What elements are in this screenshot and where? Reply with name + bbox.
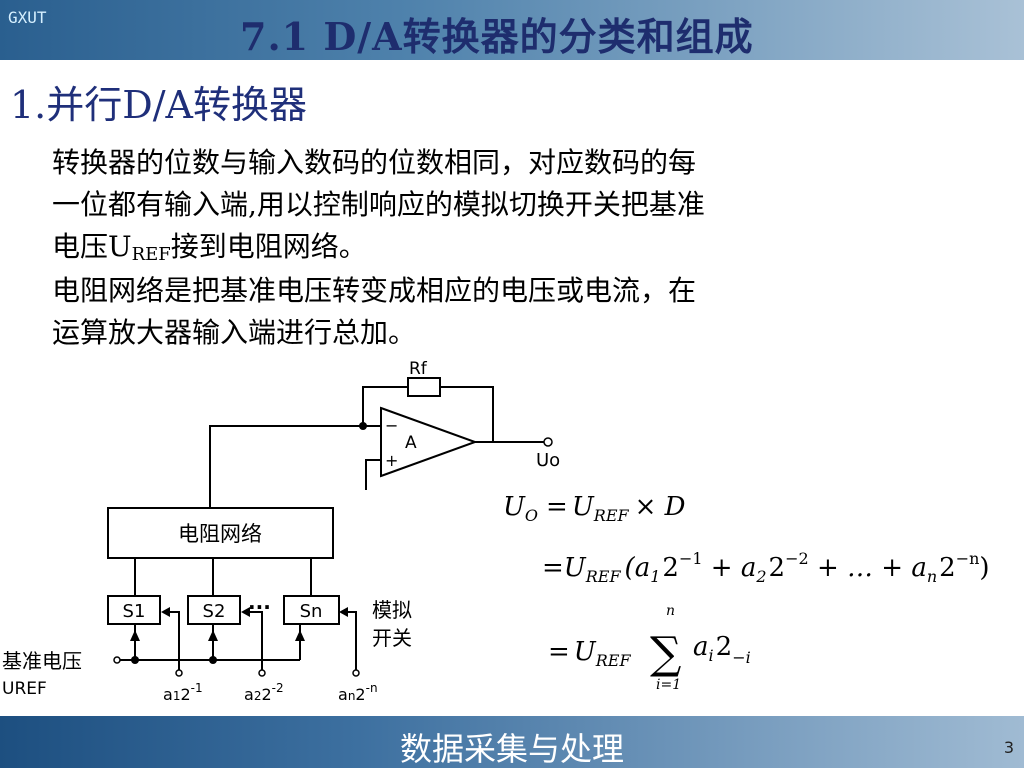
input-a1-label: a12-1 (163, 681, 203, 704)
sigma-upper: n (666, 603, 675, 619)
p1-line-3-post: 接到电阻网络。 (170, 230, 367, 263)
p1-line-3-sub: REF (131, 244, 171, 265)
sn-arrow (295, 630, 305, 641)
uref-label: UREF (2, 679, 47, 699)
s1-arrow (130, 630, 140, 641)
p1-line-3-pre: 电压U (52, 230, 132, 263)
output-label: Uo (536, 450, 560, 471)
sigma-symbol: ∑ (650, 628, 681, 679)
ref-voltage-label: 基准电压 (2, 649, 82, 673)
junction-minus (359, 422, 367, 430)
a1-terminal (175, 669, 183, 677)
analog-switch-label-2: 开关 (372, 626, 412, 650)
eq1: UO=UREF× D (503, 492, 686, 525)
switch-sn-label: Sn (300, 601, 323, 622)
switch-s1-label: S1 (123, 601, 146, 622)
input-an-label: an2-n (338, 681, 378, 704)
input-a2-label: a22-2 (244, 681, 284, 704)
slide-title: 7.1 D/A转换器的分类和组成 (240, 14, 754, 59)
sigma-lower: i=1 (656, 677, 681, 693)
opamp-plus-label: + (385, 451, 398, 470)
eq2: =UREF(a12−1 + a22−2 + … + an2−n) (542, 549, 990, 586)
page-number: 3 (1003, 738, 1014, 757)
header-bar: GXUT 7.1 D/A转换器的分类和组成 (0, 0, 1024, 60)
section-title: 1.并行D/A转换器 (10, 83, 307, 127)
an-arrow (339, 607, 348, 617)
p2-line-1: 电阻网络是把基准电压转变成相应的电压或电流，在 (52, 274, 697, 307)
logo: GXUT (8, 8, 47, 27)
a1-input-wire (166, 611, 180, 670)
p2-line-2: 运算放大器输入端进行总加。 (52, 316, 417, 349)
rf-label: Rf (409, 359, 428, 379)
a2-input-wire (246, 611, 263, 670)
feedback-wire-left (362, 386, 408, 426)
ref-terminal (113, 656, 121, 664)
analog-switch-label-1: 模拟 (372, 598, 412, 622)
footer-title: 数据采集与处理 (399, 730, 624, 768)
network-label: 电阻网络 (178, 522, 262, 546)
switch-sn (283, 595, 340, 625)
opamp-minus-label: − (385, 416, 398, 435)
junction-s1 (131, 656, 139, 664)
footer-bar: 数据采集与处理 3 (0, 716, 1024, 768)
network-to-opamp-wire (209, 425, 363, 508)
a1-arrow (161, 607, 170, 617)
junction-s2 (209, 656, 217, 664)
opamp-triangle (380, 406, 478, 478)
output-terminal (543, 437, 553, 447)
s2-arrow (208, 630, 218, 641)
feedback-wire-right (440, 386, 494, 442)
plus-ground-wire (365, 459, 381, 490)
ellipsis-label: ··· (248, 595, 271, 619)
paragraph-1: 转换器的位数与输入数码的位数相同，对应数码的每 一位都有输入端,用以控制响应的模… (52, 142, 982, 276)
p1-line-1: 转换器的位数与输入数码的位数相同，对应数码的每 (52, 146, 697, 179)
a2-terminal (258, 669, 266, 677)
eq3-term: ai2−i (693, 632, 751, 667)
paragraph-2: 电阻网络是把基准电压转变成相应的电压或电流，在 运算放大器输入端进行总加。 (52, 270, 982, 354)
a2-arrow (241, 607, 250, 617)
opamp-label: A (405, 433, 417, 453)
an-terminal (352, 669, 360, 677)
resistor-network-box (107, 507, 334, 559)
switch-s2-label: S2 (203, 601, 226, 622)
p1-line-2: 一位都有输入端,用以控制响应的模拟切换开关把基准 (52, 188, 705, 221)
eq3-main: =UREF (548, 637, 631, 670)
